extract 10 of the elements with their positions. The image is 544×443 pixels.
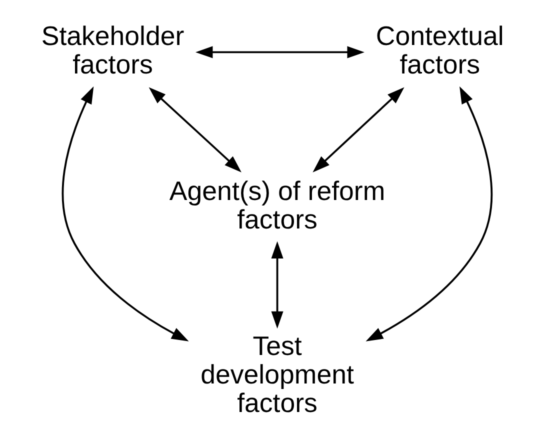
- arrow: [365, 86, 492, 342]
- arrow: [148, 87, 241, 172]
- node-text: Stakeholder factors: [40, 20, 184, 80]
- node-text: Test development factors: [200, 330, 354, 418]
- arrow: [194, 46, 364, 58]
- arrow: [270, 241, 283, 329]
- node-text: Agent(s) of reform factors: [168, 176, 385, 235]
- node-text: Contextual factors: [375, 20, 504, 80]
- arrow: [312, 87, 404, 172]
- arrow: [61, 86, 188, 342]
